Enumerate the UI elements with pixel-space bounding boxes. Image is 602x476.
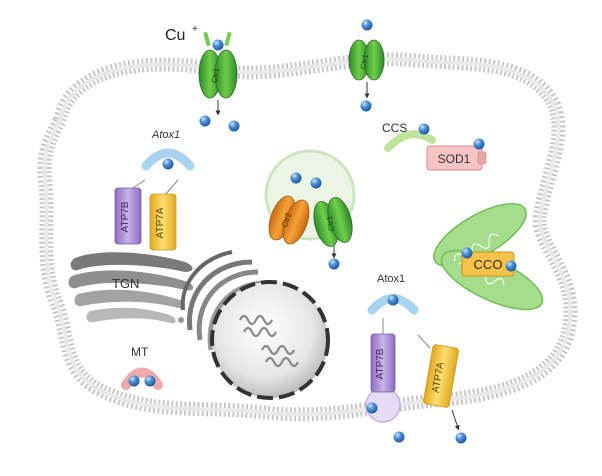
copper-ion bbox=[455, 432, 467, 444]
svg-text:ATP7A: ATP7A bbox=[430, 361, 446, 394]
svg-text:ATP7B: ATP7B bbox=[375, 348, 386, 379]
copper-ion bbox=[461, 247, 473, 259]
svg-text:Atox1: Atox1 bbox=[151, 129, 180, 141]
svg-text:Ctr1: Ctr1 bbox=[325, 215, 337, 232]
atp7a-transporter-left: ATP7A bbox=[149, 179, 179, 251]
copper-ion bbox=[366, 402, 378, 414]
cell-membrane bbox=[37, 52, 578, 422]
cu-ion-label: Cu + bbox=[165, 24, 198, 44]
svg-text:Atox1: Atox1 bbox=[377, 273, 405, 285]
atp7a-transporter-right: ATP7A bbox=[417, 334, 460, 431]
copper-ion bbox=[387, 294, 399, 306]
atp7b-transporter-right: ATP7B bbox=[365, 318, 401, 423]
svg-text:TGN: TGN bbox=[112, 276, 139, 291]
copper-ion bbox=[328, 258, 340, 270]
copper-ion bbox=[393, 431, 405, 443]
atp7b-transporter-left: ATP7B bbox=[114, 179, 146, 245]
ctr1-transporter-left: Ctr1 bbox=[198, 31, 238, 116]
svg-text:Cu: Cu bbox=[165, 27, 185, 44]
ctr1-transporter-vesicle: Ctr1 bbox=[313, 197, 353, 259]
cco-enzyme: CCO bbox=[461, 251, 515, 277]
svg-text:SOD1: SOD1 bbox=[438, 152, 471, 166]
sod1-enzyme: SOD1 bbox=[426, 145, 487, 171]
atox1-chaperone-left: Atox1 bbox=[141, 129, 195, 171]
svg-text:Ctr1: Ctr1 bbox=[210, 67, 222, 84]
copper-ion bbox=[505, 260, 517, 272]
copper-ion bbox=[212, 39, 224, 51]
copper-ion bbox=[290, 172, 302, 184]
copper-ion bbox=[228, 120, 240, 132]
svg-text:+: + bbox=[192, 24, 198, 35]
copper-ion bbox=[473, 138, 485, 150]
ctr2-transporter: Ctr2 bbox=[268, 195, 310, 245]
copper-ion bbox=[418, 123, 430, 135]
copper-ion bbox=[360, 100, 372, 112]
svg-text:CCS: CCS bbox=[382, 121, 407, 135]
copper-ion bbox=[162, 158, 174, 170]
svg-text:ATP7B: ATP7B bbox=[120, 201, 131, 232]
copper-ion bbox=[128, 375, 140, 387]
svg-text:CCO: CCO bbox=[474, 257, 503, 272]
trans-golgi-network: TGN bbox=[68, 252, 194, 324]
nucleus bbox=[210, 280, 330, 400]
copper-ion bbox=[144, 375, 156, 387]
svg-text:ATP7A: ATP7A bbox=[155, 207, 166, 238]
ccs-chaperone: CCS bbox=[382, 121, 436, 152]
svg-text:MT: MT bbox=[131, 345, 149, 359]
copper-ion bbox=[199, 115, 211, 127]
copper-ion bbox=[361, 19, 373, 31]
svg-text:Ctr1: Ctr1 bbox=[359, 53, 371, 70]
copper-ion bbox=[310, 177, 322, 189]
ctr1-transporter-right: Ctr1 bbox=[348, 39, 385, 99]
